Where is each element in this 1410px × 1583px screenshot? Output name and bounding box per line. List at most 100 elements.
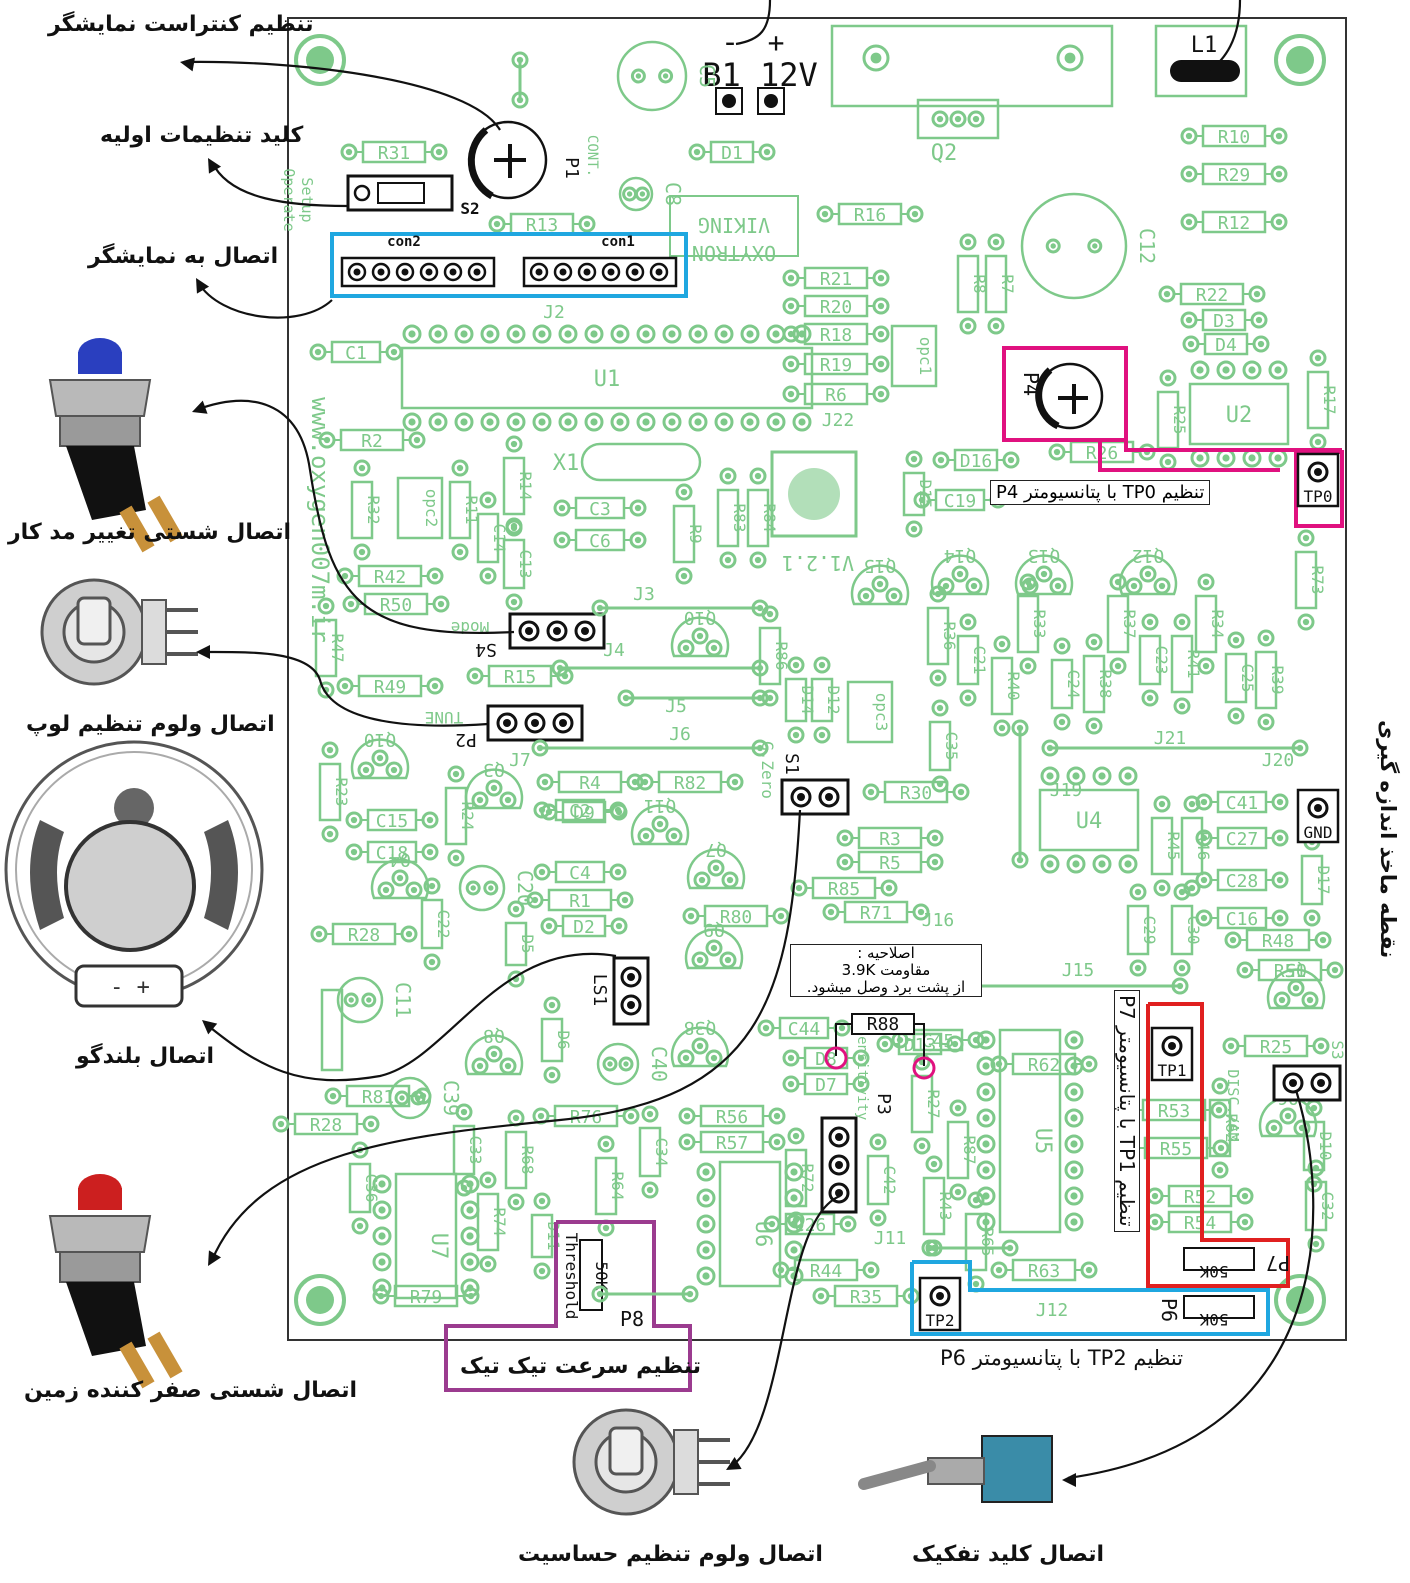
ic-pin [696,1162,716,1182]
jumper-label-J2: J2 [543,302,565,323]
ic-pin [696,1266,716,1286]
ic-pin-hole [1196,454,1204,462]
resistor-pad-hole [538,1267,546,1275]
resistor-pad-hole [484,572,492,580]
jumper-label-J19: J19 [1050,780,1083,801]
resistor-body [928,720,952,772]
resistor-body [540,1017,564,1063]
ic-pin-hole [1070,1218,1078,1226]
transistor-pin-hole [390,766,398,774]
ic-pin-hole [790,1246,798,1254]
pot-p6-value: 50K [1199,1310,1228,1329]
testpoint-TP2-frame [918,1276,962,1332]
header-p3-pin-hole [835,1161,843,1169]
jumper-pad-hole [1016,724,1024,732]
ic-pin [766,412,786,432]
resistor-pad-hole [1216,1082,1224,1090]
transistor-label-Q14: Q14 [944,545,977,566]
resistor-pad [351,1217,369,1235]
resistor-pad-hole [1276,834,1284,842]
resistor-pad-hole [437,600,445,608]
ic-pin [372,1174,392,1194]
jumper-pad-hole [756,664,764,672]
arrow-display-head [196,278,210,294]
label-operate: Operate [280,168,298,231]
resistor-pad-hole [621,896,629,904]
label-display-connection: اتصال به نمایشگر [88,244,279,269]
resistor-pad-hole [817,1292,825,1300]
resistor-pad [505,517,523,535]
resistor-pad-hole [877,274,885,282]
resistor-body [1257,958,1323,982]
heatsink-pad [862,44,890,72]
testpoint-label-TP0: TP0 [1304,487,1333,506]
resistor-pad-hole [641,778,649,786]
ic-pin [1118,854,1138,874]
resistor-pad-hole [583,220,591,228]
resistor-pad-hole [1185,132,1193,140]
jumper-pad [617,689,635,707]
capacitor-pin-hole [626,191,633,197]
resistor-pad-hole [510,598,518,606]
resistor-pad-hole [646,1186,654,1194]
resistor-pad [929,585,947,603]
arrow-loop-head [196,645,210,659]
ic-pin-hole [1070,1036,1078,1044]
ic-pin [1064,1134,1084,1154]
transistor-pin [857,587,875,605]
jumper-pad-hole [516,96,524,104]
resistor-body [709,140,755,164]
resistor-body [420,898,444,950]
transistor-pin-hole [490,1050,498,1058]
jumper-pad [511,51,529,69]
ic-pin-hole [1070,1114,1078,1122]
resistor-body [554,860,606,884]
mode-pushbutton-cap-side [78,352,122,374]
heatsink-outline [830,24,1114,108]
ic-label-U4: U4 [1076,809,1103,834]
resistor-pad-hole [762,1024,770,1032]
transistor-pin [691,627,709,645]
ground-zero-pushbutton-body [66,1282,146,1356]
resistor-pad-hole [931,858,939,866]
resistor-pad-hole [1134,888,1142,896]
resistor-body [1201,308,1247,332]
resistor-label-C1: C1 [345,343,367,364]
transistor-pin-hole [656,820,664,828]
ic-pin [976,1108,996,1128]
transistor-pin-hole [876,580,884,588]
resistor-pad-hole [818,731,826,739]
resistor-pad-hole [934,674,942,682]
resistor-pad-hole [1262,634,1270,642]
resistor-label-R37: R37 [1120,610,1139,639]
resistor-label-C13: C13 [516,550,535,579]
resistor-pad [1019,657,1037,675]
resistor-pad-hole [680,572,688,580]
display-connector-highlight [330,232,688,298]
resistor-body [293,1112,359,1136]
resistor-pad-hole [1185,218,1193,226]
resistor-pad-hole [323,436,331,444]
resistor-label-R40: R40 [1004,672,1023,701]
resistor-pad-hole [972,1196,980,1204]
resistor-body [811,876,877,900]
label-measure-point: نقطه ماخذ اندازه گیری [1376,720,1400,959]
resistor-label-C33: C33 [466,1136,485,1165]
capacitor-pin-hole [470,885,476,891]
resistor-body [1216,868,1268,892]
capacitor-label-C40: C40 [647,1046,671,1082]
resistor-body [1201,124,1267,148]
resistor-pad [1257,713,1275,731]
connector-pin-hole [535,268,543,276]
resistor-pad-hole [627,1112,635,1120]
ic-pin-hole [408,418,416,426]
transistor-label-Q11: Q11 [644,795,677,816]
label-threshold: Threshold [562,1233,581,1320]
resistor-label-C18: C18 [376,843,409,864]
ground-zero-pushbutton-lug1 [119,1341,155,1389]
jumper-label-J4: J4 [603,640,625,661]
arrow-ground-zero [210,809,802,1261]
ic-pin [558,412,578,432]
resistor-pad-hole [821,210,829,218]
resistor-pad-hole [1331,966,1339,974]
